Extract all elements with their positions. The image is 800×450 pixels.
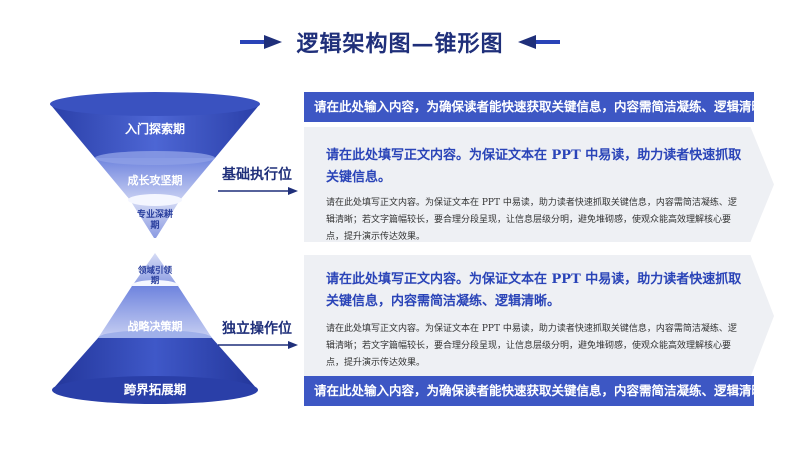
lower-card-body: 请在此处填写正文内容。为保证文本在 PPT 中易读，助力读者快速抓取关键信息，内… (326, 321, 742, 372)
right-arrow-icon (240, 35, 282, 49)
lower-connector-arrow (218, 341, 298, 349)
stage-label-3: 专业深耕期 (135, 210, 175, 232)
side-label-lower: 独立操作位 (222, 318, 292, 338)
stage-label-5: 战略决策期 (120, 318, 190, 334)
side-label-upper: 基础执行位 (222, 164, 292, 184)
stage-label-1: 入门探索期 (120, 120, 190, 137)
upper-banner: 请在此处输入内容，为确保读者能快速获取关键信息，内容需简洁凝练、逻辑清晰。 (304, 92, 754, 122)
upper-card-body: 请在此处填写正文内容。为保证文本在 PPT 中易读，助力读者快速抓取关键信息，内… (326, 195, 742, 246)
upper-connector-arrow (218, 187, 298, 195)
lower-banner: 请在此处输入内容，为确保读者能快速获取关键信息，内容需简洁凝练、逻辑清晰。 (304, 376, 754, 406)
stage-label-4-text: 领域引领期 (138, 266, 172, 286)
page-title: 逻辑架构图—锥形图 (296, 26, 503, 58)
stage-label-4: 领域引领期 (137, 266, 173, 286)
title-bar: 逻辑架构图—锥形图 (0, 22, 800, 62)
left-arrow-icon (518, 35, 560, 49)
upper-card-heading: 请在此处填写正文内容。为保证文本在 PPT 中易读，助力读者快速抓取关键信息。 (326, 145, 742, 189)
stage-label-2: 成长攻坚期 (120, 172, 190, 188)
lower-text-card: 请在此处填写正文内容。为保证文本在 PPT 中易读，助力读者快速抓取关键信息，内… (304, 255, 774, 377)
upper-text-card: 请在此处填写正文内容。为保证文本在 PPT 中易读，助力读者快速抓取关键信息。 … (304, 127, 774, 242)
hourglass-diagram (40, 88, 270, 418)
upper-cone-rim (50, 92, 260, 116)
lower-card-heading: 请在此处填写正文内容。为保证文本在 PPT 中易读，助力读者快速抓取关键信息，内… (326, 269, 742, 313)
stage-label-3-text: 专业深耕期 (137, 210, 173, 231)
stage-label-6: 跨界拓展期 (115, 379, 195, 398)
